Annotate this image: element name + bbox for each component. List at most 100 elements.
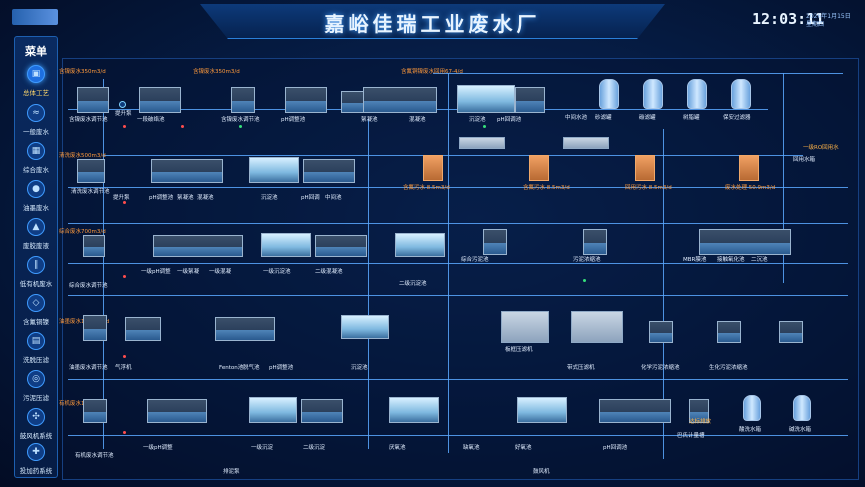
pump-label: 排泥泵 xyxy=(223,469,240,475)
tank-label: 二级沉淀 xyxy=(303,445,326,451)
clarifier xyxy=(249,157,299,183)
sidebar-item-dosing-system[interactable]: ✚ 投加药系统 xyxy=(15,443,57,479)
tank-label: MBR膜池 xyxy=(683,257,707,263)
tank xyxy=(515,87,545,113)
carbon-filter xyxy=(643,79,663,109)
tank xyxy=(77,87,109,113)
beaker-icon: ◇ xyxy=(27,294,45,312)
tank-label: 砂滤罐 xyxy=(595,115,612,121)
pipe xyxy=(68,379,848,380)
sidebar-item-label: 含氟铜镍 xyxy=(23,318,49,326)
pipe xyxy=(663,129,664,459)
tank-label: 脱气池 xyxy=(243,365,260,371)
pipe xyxy=(433,73,843,74)
tank xyxy=(83,235,105,257)
pipe xyxy=(68,223,848,224)
tank-label: 气浮机 xyxy=(115,365,132,371)
tank xyxy=(151,159,223,183)
tank xyxy=(423,155,443,181)
sidebar-item-blower-system[interactable]: ✣ 鼓风机系统 xyxy=(15,408,57,444)
fan-icon: ✣ xyxy=(27,408,45,426)
tank xyxy=(303,159,355,183)
tank-label: 厌氧池 xyxy=(389,445,406,451)
tank xyxy=(231,87,255,113)
dosing-icon: ✚ xyxy=(27,443,45,461)
tank xyxy=(363,87,437,113)
tank-label: 接触氧化池 xyxy=(717,257,745,263)
bars-icon: ∥ xyxy=(27,256,45,274)
tank xyxy=(635,155,655,181)
uf-module xyxy=(563,137,609,149)
sidebar-menu: 菜单 ▣ 总体工艺 ≈ 一般废水 ▦ 综合废水 ● 油墨废水 ▲ 废胶废液 ∥ … xyxy=(14,36,58,478)
tank-label: pH回调池 xyxy=(497,117,522,123)
status-dot xyxy=(239,125,242,128)
tank xyxy=(529,155,549,181)
sidebar-item-label: 一般废水 xyxy=(23,128,49,136)
sidebar-item-overall-process[interactable]: ▣ 总体工艺 xyxy=(15,65,57,101)
sidebar-item-label: 油墨废水 xyxy=(23,204,49,212)
tank-label: 碱洗水箱 xyxy=(789,427,812,433)
flow-label: 回用污水 8.5m3/d xyxy=(625,185,672,191)
flow-label: 废水处理 50.9m3/d xyxy=(725,185,776,191)
tank xyxy=(83,399,107,423)
grid-icon: ▦ xyxy=(27,142,45,160)
tank xyxy=(77,159,105,183)
alarm-dot xyxy=(123,355,126,358)
date-text: 2026年1月15日 xyxy=(806,13,851,20)
pump-icon[interactable] xyxy=(119,101,126,108)
tank xyxy=(125,317,161,341)
sidebar-item-sludge-press[interactable]: ◎ 污泥压滤 xyxy=(15,370,57,406)
tank xyxy=(147,399,207,423)
tank-label: 酸洗水箱 xyxy=(739,427,762,433)
tank-label: 混凝池 xyxy=(409,117,426,123)
alarm-dot xyxy=(181,125,184,128)
tank-label: 含镍废水调节池 xyxy=(69,117,108,123)
tank-label: 沉淀池 xyxy=(469,117,486,123)
sidebar-item-label: 废胶废液 xyxy=(23,242,49,250)
tank-label: 一级pH调整 xyxy=(141,269,171,275)
flow-label: 含镍废水350m3/d xyxy=(59,69,106,75)
sidebar-item-general-wastewater[interactable]: ≈ 一般废水 xyxy=(15,104,57,140)
tank-label: 好氧池 xyxy=(515,445,532,451)
uf-module xyxy=(459,137,505,149)
tank xyxy=(301,399,343,423)
page-title: 嘉峪佳瑞工业废水厂 xyxy=(324,12,541,36)
alkali-tank xyxy=(793,395,811,421)
tank xyxy=(483,229,507,255)
alarm-dot xyxy=(123,275,126,278)
tank-label: 含镍废水调节池 xyxy=(221,117,260,123)
tank xyxy=(153,235,243,257)
sidebar-item-ink-wastewater[interactable]: ● 油墨废水 xyxy=(15,180,57,216)
acid-tank xyxy=(743,395,761,421)
machine-label: 带式压滤机 xyxy=(567,365,595,371)
pipe xyxy=(68,263,848,264)
tank-label: 一级絮凝 xyxy=(177,269,200,275)
tank-label: 一段破络池 xyxy=(137,117,165,123)
flow-label: 含氟铜镍废水回用67-4/d xyxy=(401,69,463,75)
tank-label: 油墨废水调节池 xyxy=(69,365,108,371)
factory-icon: ▣ xyxy=(27,65,45,83)
pipe xyxy=(68,187,848,188)
tank xyxy=(215,317,275,341)
tank-label: pH回调池 xyxy=(603,445,628,451)
pipe xyxy=(448,73,449,453)
title-band xyxy=(200,4,665,39)
tank xyxy=(649,321,673,343)
sidebar-item-low-organic[interactable]: ∥ 低有机废水 xyxy=(15,256,57,292)
clarifier xyxy=(457,85,515,113)
sidebar-item-waste-glue[interactable]: ▲ 废胶废液 xyxy=(15,218,57,254)
menu-title: 菜单 xyxy=(25,45,47,58)
tank-label: 一级pH调整 xyxy=(143,445,173,451)
flask-icon: ▲ xyxy=(27,218,45,236)
sidebar-item-combined-wastewater[interactable]: ▦ 综合废水 xyxy=(15,142,57,178)
tank-label: pH回调 xyxy=(301,195,320,201)
sand-filter xyxy=(599,79,619,109)
sidebar-item-elution-press[interactable]: ▤ 洗脱压滤 xyxy=(15,332,57,368)
sidebar-item-fluorine-copper-nickel[interactable]: ◇ 含氟铜镍 xyxy=(15,294,57,330)
tank-label: 碳滤罐 xyxy=(639,115,656,121)
tank xyxy=(315,235,367,257)
tank-label: pH调整池 xyxy=(149,195,174,201)
tank-label: 中间池 xyxy=(325,195,342,201)
drop-icon: ● xyxy=(27,180,45,198)
clarifier xyxy=(517,397,567,423)
